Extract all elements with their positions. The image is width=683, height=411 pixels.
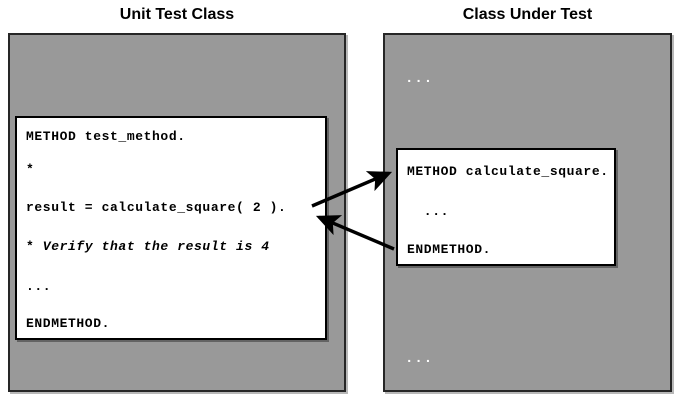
- comment-marker: *: [26, 239, 35, 254]
- comment-text: Verify that the result is 4: [34, 239, 270, 254]
- code-line-ellipsis: ...: [26, 279, 52, 294]
- column-title-class-under-test: Class Under Test: [462, 6, 593, 23]
- code-line-body-ellipsis: ...: [407, 204, 450, 219]
- code-line-method-declaration: METHOD test_method.: [26, 129, 186, 144]
- code-line-verify-comment: * Verify that the result is 4: [26, 240, 270, 254]
- class-under-test-ellipsis-top: ...: [405, 71, 434, 87]
- unit-test-method-code-box: METHOD test_method. * result = calculate…: [15, 116, 327, 340]
- code-line-method-calculate-square: METHOD calculate_square.: [407, 164, 609, 179]
- class-under-test-ellipsis-bottom: ...: [405, 351, 434, 367]
- code-line-comment-marker: *: [26, 162, 35, 177]
- code-line-endmethod: ENDMETHOD.: [26, 316, 111, 331]
- code-line-endmethod: ENDMETHOD.: [407, 242, 492, 257]
- column-title-unit-test-class: Unit Test Class: [119, 6, 235, 23]
- code-line-call-calculate-square: result = calculate_square( 2 ).: [26, 200, 287, 215]
- calculate-square-method-code-box: METHOD calculate_square. ... ENDMETHOD.: [396, 148, 616, 266]
